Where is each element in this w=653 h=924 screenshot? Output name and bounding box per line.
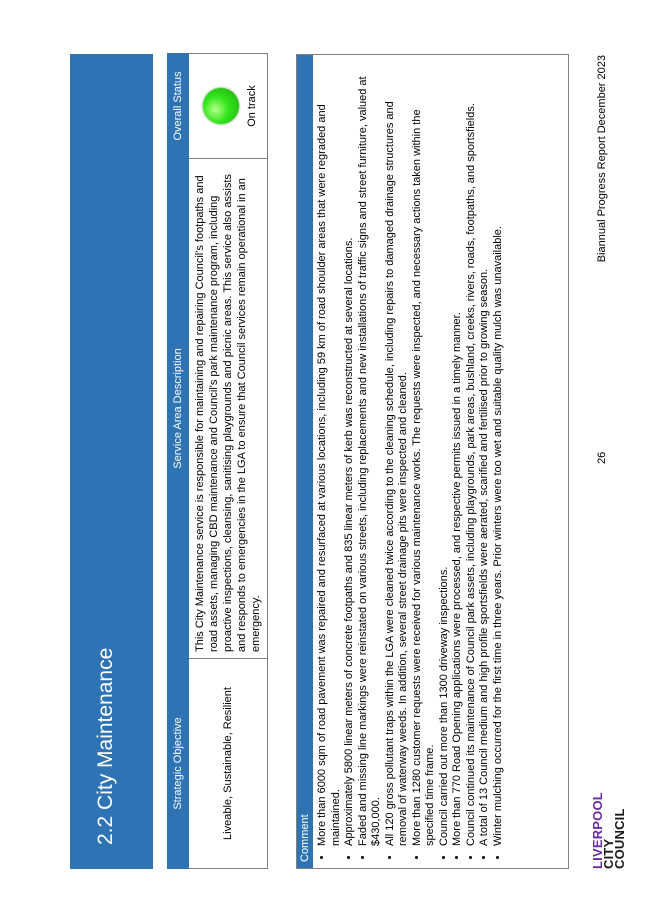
green-status-light-icon bbox=[203, 88, 239, 124]
list-item: A total of 13 Council medium and high pr… bbox=[478, 63, 492, 846]
list-item: More than 6000 sqm of road pavement was … bbox=[316, 63, 343, 846]
page-number: 26 bbox=[596, 451, 608, 464]
status-cell: On track bbox=[188, 53, 268, 159]
comment-box: Comment More than 6000 sqm of road pavem… bbox=[296, 54, 569, 869]
list-item: Council continued its maintenance of Cou… bbox=[465, 63, 479, 846]
header-overall-status: Overall Status bbox=[167, 53, 189, 159]
section-banner: 2.2 City Maintenance bbox=[70, 54, 153, 869]
list-item: All 120 gross pollutant traps within the… bbox=[384, 63, 411, 846]
comment-list: More than 6000 sqm of road pavement was … bbox=[316, 55, 505, 868]
list-item: More than 1280 customer requests were re… bbox=[411, 63, 438, 846]
status-text: On track bbox=[246, 85, 258, 127]
strategic-objective-cell: Liveable, Sustainable, Resilient bbox=[188, 658, 268, 869]
comment-heading: Comment bbox=[297, 55, 313, 868]
header-service-area-description: Service Area Description bbox=[167, 158, 189, 659]
list-item: More than 770 Road Opening applications … bbox=[451, 63, 465, 846]
list-item: Approximately 5800 linear meters of conc… bbox=[343, 63, 357, 846]
service-area-table: Strategic Objective Service Area Descrip… bbox=[167, 53, 268, 869]
section-title: 2.2 City Maintenance bbox=[94, 647, 117, 845]
logo-line-3: COUNCIL bbox=[612, 808, 627, 869]
liverpool-city-council-logo: LIVERPOOL CITY COUNCIL bbox=[590, 792, 627, 869]
table-header-row: Strategic Objective Service Area Descrip… bbox=[167, 53, 189, 869]
list-item: Winter mulching occurred for the first t… bbox=[492, 63, 506, 846]
list-item: Faded and missing line markings were rei… bbox=[357, 63, 384, 846]
report-title: Biannual Progress Report December 2023 bbox=[596, 55, 608, 263]
table-row: Liveable, Sustainable, Resilient This Ci… bbox=[188, 53, 268, 869]
service-description-cell: This City Maintenance service is respons… bbox=[188, 158, 268, 659]
list-item: Council carried out more than 1300 drive… bbox=[438, 63, 452, 846]
header-strategic-objective: Strategic Objective bbox=[167, 658, 189, 869]
